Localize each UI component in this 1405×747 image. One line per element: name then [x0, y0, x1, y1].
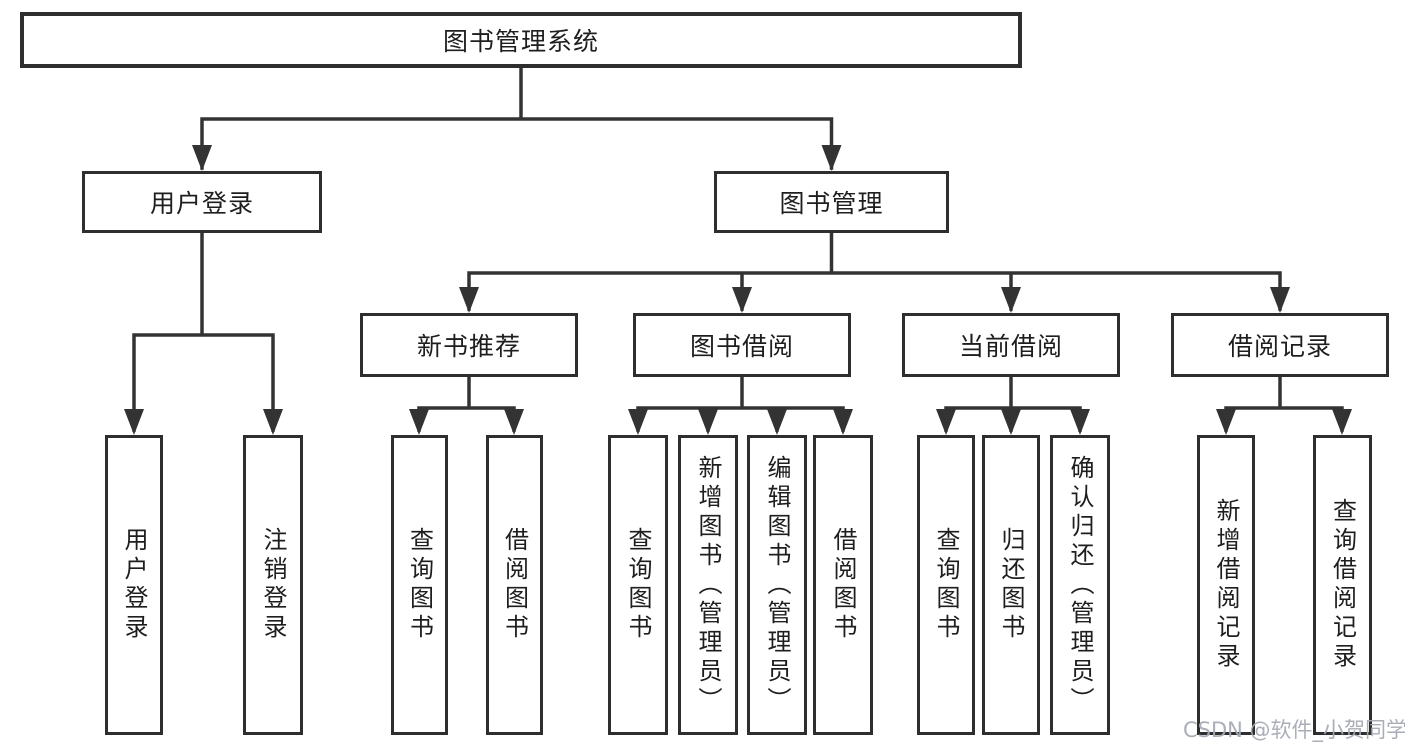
node-book-management: 图书管理 [714, 171, 949, 233]
leaf-label: 查询图书 [932, 527, 960, 643]
leaf-add-books-admin: 新增图书（管理员） [678, 435, 738, 735]
leaf-borrow-books-recommend: 借阅图书 [486, 435, 543, 735]
leaf-label: 查询图书 [405, 527, 434, 643]
leaf-label: 用户登录 [120, 527, 148, 643]
leaf-borrow-books: 借阅图书 [813, 435, 873, 735]
leaf-label: 新增图书（管理员） [694, 454, 722, 716]
arrowhead-icons [124, 145, 1352, 435]
leaf-query-books-current: 查询图书 [917, 435, 975, 735]
node-label: 图书管理系统 [442, 27, 599, 56]
node-library-management-system: 图书管理系统 [20, 12, 1022, 68]
watermark: CSDN @软件_小贺同学 [1183, 718, 1405, 742]
leaf-label: 借阅图书 [500, 527, 529, 643]
leaf-user-login: 用户登录 [105, 435, 163, 735]
node-label: 图书借阅 [689, 332, 794, 361]
leaf-query-books-recommend: 查询图书 [391, 435, 448, 735]
node-label: 当前借阅 [958, 332, 1063, 361]
node-current-borrowing: 当前借阅 [902, 313, 1120, 377]
node-label: 用户登录 [149, 189, 254, 218]
leaf-label: 编辑图书（管理员） [763, 454, 791, 716]
node-label: 新书推荐 [416, 332, 521, 361]
leaf-logout-login: 注销登录 [243, 435, 303, 735]
node-label: 图书管理 [779, 189, 884, 218]
leaf-label: 借阅图书 [829, 527, 857, 643]
leaf-edit-books-admin: 编辑图书（管理员） [747, 435, 807, 735]
node-borrowing-records: 借阅记录 [1171, 313, 1389, 377]
leaf-label: 新增借阅记录 [1212, 498, 1240, 672]
leaf-confirm-return-admin: 确认归还（管理员） [1050, 435, 1110, 735]
leaf-label: 查询图书 [624, 527, 652, 643]
leaf-label: 确认归还（管理员） [1066, 454, 1094, 716]
leaf-query-books-borrow: 查询图书 [608, 435, 668, 735]
leaf-label: 注销登录 [259, 527, 287, 643]
node-book-borrowing: 图书借阅 [633, 313, 851, 377]
leaf-query-borrow-record: 查询借阅记录 [1313, 435, 1372, 735]
leaf-add-borrow-record: 新增借阅记录 [1197, 435, 1255, 735]
node-label: 借阅记录 [1227, 332, 1332, 361]
node-new-book-recommendation: 新书推荐 [360, 313, 578, 377]
leaf-label: 查询借阅记录 [1328, 498, 1357, 672]
leaf-return-books: 归还图书 [982, 435, 1040, 735]
node-user-login: 用户登录 [82, 171, 322, 233]
leaf-label: 归还图书 [997, 527, 1025, 643]
